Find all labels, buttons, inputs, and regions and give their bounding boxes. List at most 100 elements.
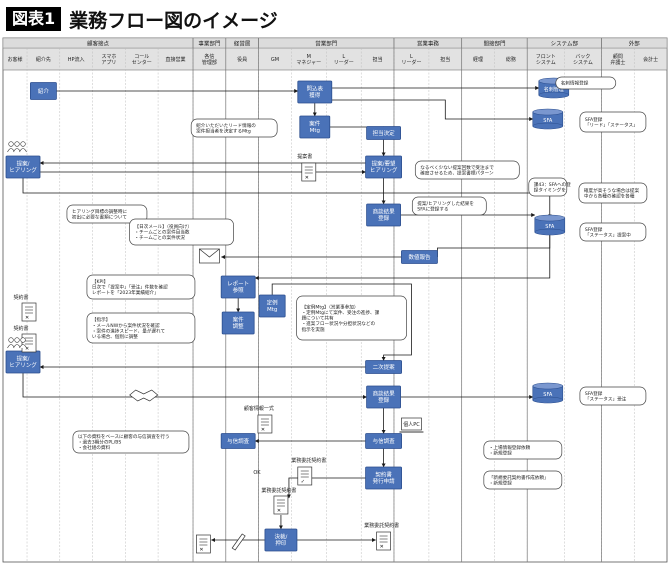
process-contract-apply[interactable]: 契約書発行申請 [365,466,402,490]
process-meeting-record[interactable]: 商談結果登録 [366,203,401,227]
figure-badge: 図表1 [6,7,62,31]
lane-header-app: スマホアプリ [101,54,116,66]
process-second-proposal[interactable]: 二次提案 [365,360,402,374]
document-icon: ✓ [297,466,313,486]
connector [286,477,366,499]
process-box[interactable] [366,385,401,409]
process-box[interactable] [5,155,41,179]
pen-icon [231,533,246,551]
process-label-intro: 紹介 [38,87,50,95]
note-n-regular: 【定例Mtg】（営業事参加）・定例Mtgにて案件、受注の進捗、課題について共有・… [296,295,407,341]
process-box[interactable] [299,115,331,139]
lane-header-office_rep: 担当 [440,56,450,63]
note-text: なるべく少ない提案回数で受注まで確度させるため、提案書標パターン [420,164,494,177]
label-service-contract1: 業務委託契約書 [291,457,326,464]
note-n-lead: 紹介いただいたリード情報の案件担当者を決定するMtg [190,118,278,138]
people-icon [7,337,27,349]
document-mark: ✓ [301,479,305,485]
label-service-contract2: 業務委託契約書 [261,487,296,494]
group-label-sales_office: 営業事務 [417,40,440,48]
note-n-credit: 以下の資料をベースに顧客の与信調査を行う・過去3期分のPL/BS・会社組の資料 [72,430,190,454]
process-label-report-share: レポート参照 [227,281,249,295]
process-box[interactable] [30,82,57,100]
database-label-sfa2: SFA [545,224,555,230]
people-icon [7,141,27,153]
database-sfa3: SFA [532,382,564,404]
lane-header-general: 総務 [506,56,516,63]
process-label-hearing2: 提案/ヒアリング [9,355,37,370]
connector [271,283,412,361]
process-box[interactable] [366,203,401,227]
process-box[interactable] [220,275,256,299]
process-box[interactable] [365,466,402,490]
process-credit-request[interactable]: 与信調査 [365,433,402,449]
database-label-db_top: 名刺管理 [544,86,564,93]
note-n-contract-req: 「新規委託契約書作成依頼」・新規登録 [483,470,563,490]
note-text: 【指示】・メールNWから案件状況を確認・案件の進捗スピード、量が遅れている場合、… [92,316,166,340]
process-case-adjust[interactable]: 案件調整 [221,311,255,335]
lane-header-admin: 各信管理部 [202,53,217,66]
group-label-sales_dept: 営業部門 [315,40,338,48]
process-label-meeting-record: 商談結果登録 [373,208,396,223]
process-assign[interactable]: 担当決定 [366,126,401,140]
process-label-credit-check: 与信調査 [227,437,250,445]
process-credit-check[interactable]: 与信調査 [220,433,256,449]
note-n-materials: なるべく少ない提案回数で受注まで確度させるため、提案書標パターン [414,160,520,180]
process-box[interactable] [264,528,298,552]
group-label-customer: 顧客接点 [87,40,110,48]
document-icon: ✕ [21,333,37,353]
document-mark: ✕ [199,547,203,553]
process-proposal-edit[interactable]: 提案/要望ヒアリング [365,155,402,179]
document-icon: ✕ [301,162,317,182]
note-n-sfa-won: SFA登録「ステータス」受注 [579,386,647,406]
label-contract-doc2: 契約書 [14,325,29,332]
process-manage-inbound[interactable]: 問込表獲得 [297,80,333,104]
process-approve[interactable]: 決裁/押印 [264,528,298,552]
label-proposal-doc: 提案書 [297,153,312,160]
process-box[interactable] [220,433,256,449]
database-label-sfa1: SFA [543,118,553,124]
process-meeting-record2[interactable]: 商談結果登録 [366,385,401,409]
note-text: 確度が高そうな場合は提案中から各種の確認を各種 [584,187,640,200]
document-mark: ✕ [277,508,281,514]
label-ok: OK [253,470,261,476]
database-sfa2: SFA [534,214,566,236]
process-intro[interactable]: 紹介 [30,82,57,100]
process-box[interactable] [365,433,402,449]
group-label-back_office: 間接部門 [483,40,506,48]
lane-header-callcenter: コールセンター [132,54,152,66]
process-box[interactable] [365,360,402,374]
process-proposal-hearing[interactable]: 提案/ヒアリング [5,155,41,179]
note-text: 名刺情報登録 [561,80,589,87]
note-text: ・上場情報登録依頼・新規登録 [489,444,531,457]
connector [22,373,367,399]
process-hearing2[interactable]: 提案/ヒアリング [5,350,41,374]
process-box[interactable] [297,80,333,104]
label-service-contract3: 業務委託契約書 [364,522,399,529]
document-icon: ✕ [196,534,211,554]
document-mark: ✕ [305,175,309,181]
connector [254,232,551,280]
process-mail-report[interactable]: 数値報告 [401,250,438,264]
document-icon: ✕ [376,531,391,551]
process-box[interactable] [258,294,286,318]
lane-header-accounting: 経理 [473,56,483,63]
note-n-sfa-timing: 課43：SFAへの登録タイミングを [528,177,571,197]
process-box[interactable] [365,155,402,179]
note-n-daily-mail: 【日次メール】（役員向け）・チームごとの案件目当数・チームごとの案件状況 [129,218,234,246]
mail-icon [199,248,220,264]
process-report-share[interactable]: レポート参照 [220,275,256,299]
connector [22,178,552,219]
document-icon: ✕ [273,495,289,515]
process-box[interactable] [221,311,255,335]
note-text: 「新規委託契約書作成依頼」・新規登録 [489,474,549,487]
process-box[interactable] [366,126,401,140]
process-box[interactable] [401,250,438,264]
lane-header-client: お客様 [8,56,23,63]
